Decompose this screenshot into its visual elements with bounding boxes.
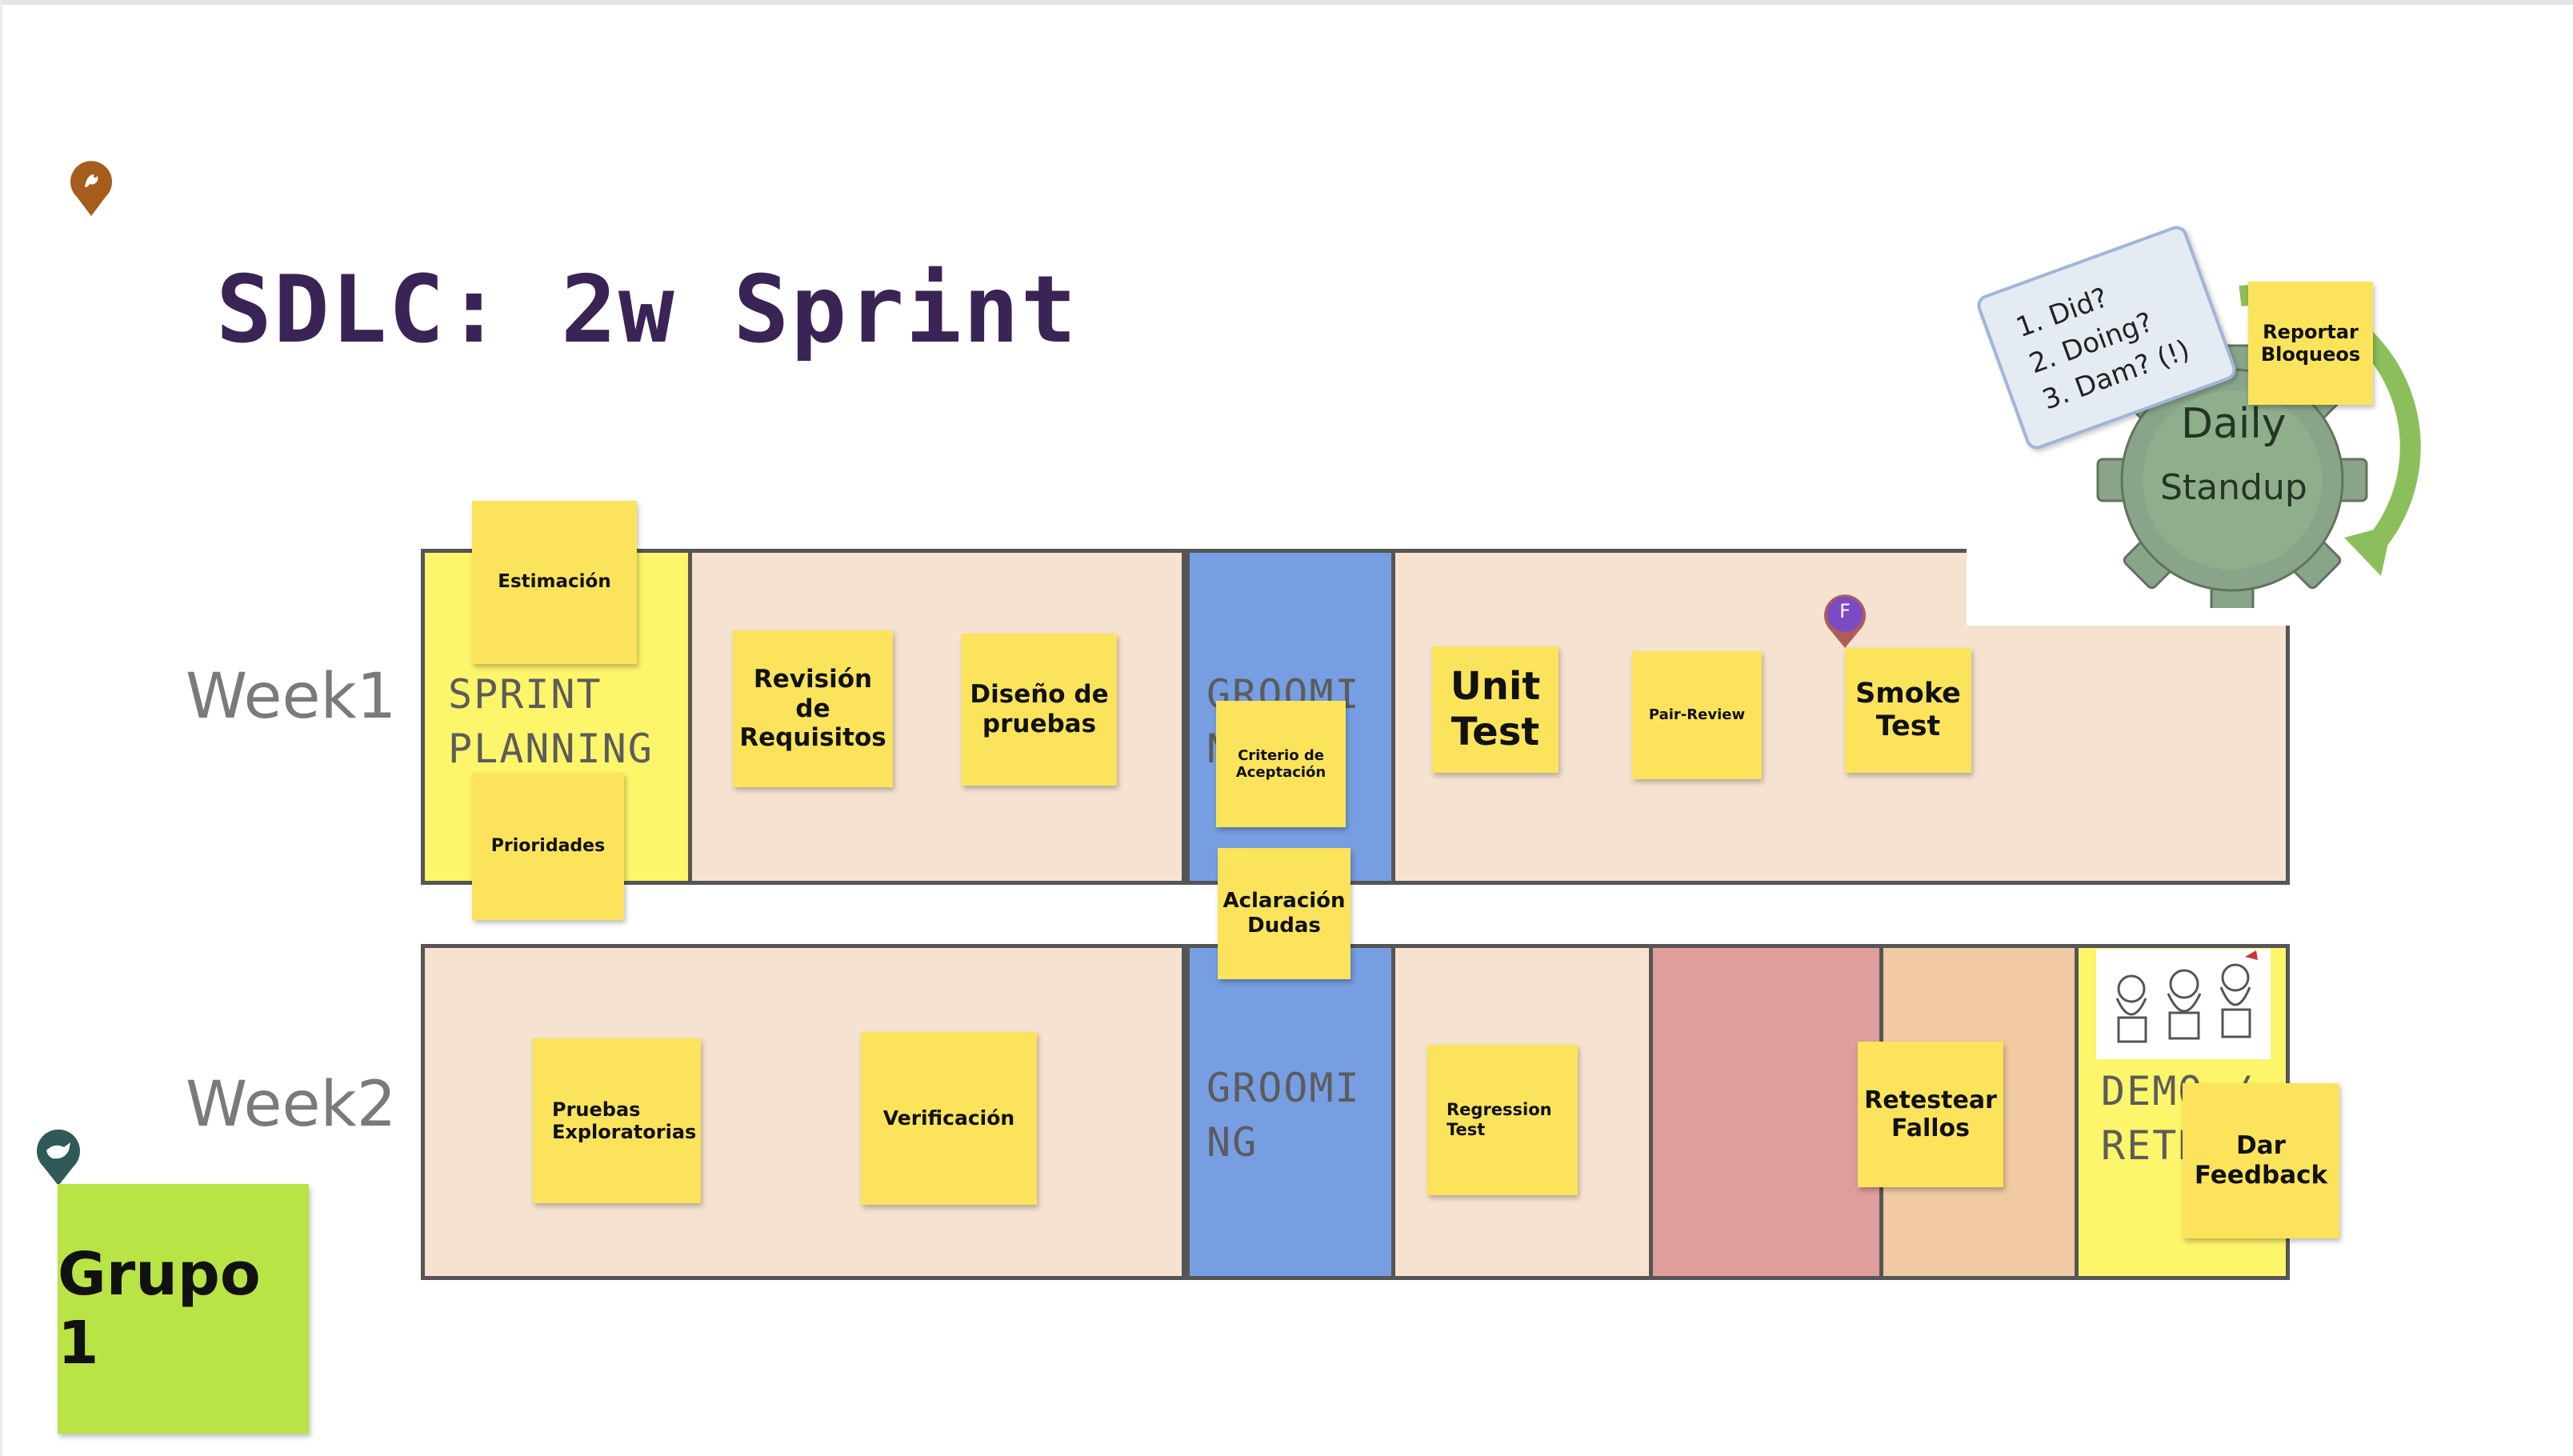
retro-cartoon-image: [2096, 949, 2271, 1059]
user-cursor-icon: F: [1823, 594, 1867, 650]
board-title: SDLC: 2w Sprint: [216, 256, 1078, 364]
sticky-criterio-aceptacion[interactable]: Criterio de Aceptación: [1216, 701, 1346, 827]
sticky-regression-test[interactable]: Regression Test: [1427, 1045, 1578, 1195]
sticky-pruebas-exploratorias[interactable]: Pruebas Exploratorias: [533, 1038, 701, 1203]
top-border: [0, 0, 2573, 5]
week1-label: Week1: [186, 661, 397, 733]
week2-label: Week2: [186, 1069, 397, 1141]
sticky-verificacion[interactable]: Verificación: [861, 1032, 1037, 1205]
sticky-aclaracion-dudas[interactable]: Aclaración Dudas: [1218, 848, 1351, 979]
standup-label-standup: Standup: [2160, 467, 2307, 508]
sticky-prioridades[interactable]: Prioridades: [472, 773, 624, 920]
grooming-week2-label: GROOMI NG: [1206, 1065, 1361, 1166]
sprint-planning-label: SPRINT PLANNING: [448, 671, 654, 772]
pin-squirrel-icon[interactable]: [69, 160, 114, 218]
sticky-diseno-pruebas[interactable]: Diseño de pruebas: [962, 634, 1117, 786]
sticky-dar-feedback[interactable]: Dar Feedback: [2183, 1083, 2339, 1238]
sticky-reportar-bloqueos[interactable]: Reportar Bloqueos: [2248, 282, 2373, 405]
user-cursor-initial: F: [1839, 600, 1851, 622]
sticky-grupo[interactable]: Grupo 1: [58, 1184, 309, 1434]
sticky-pair-review[interactable]: Pair-Review: [1632, 651, 1762, 779]
sticky-revision-requisitos[interactable]: Revisión de Requisitos: [733, 630, 893, 787]
pin-bird-icon[interactable]: [35, 1128, 82, 1187]
left-border: [0, 0, 2, 1456]
grooming-week2-cell: [1186, 948, 1395, 1276]
sticky-unit-test[interactable]: Unit Test: [1432, 646, 1559, 773]
sticky-retestear-fallos[interactable]: Retestear Fallos: [1858, 1042, 2003, 1187]
sticky-estimacion[interactable]: Estimación: [472, 501, 637, 664]
bugs-cell: [1653, 948, 1883, 1276]
demo-retro-label: DEMO / RETRO: [2101, 1068, 2254, 1169]
sticky-smoke-test[interactable]: Smoke Test: [1845, 648, 1971, 773]
standup-label-daily: Daily: [2181, 400, 2287, 448]
